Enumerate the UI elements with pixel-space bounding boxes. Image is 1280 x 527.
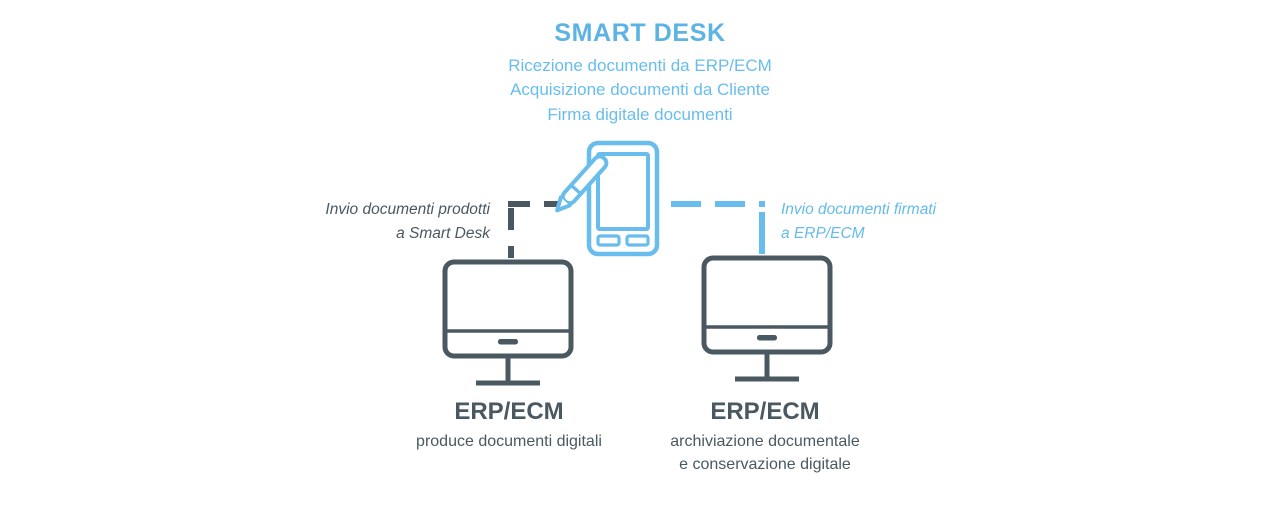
erp-ecm-right-monitor-icon xyxy=(701,255,833,382)
erp-ecm-left-title: ERP/ECM xyxy=(454,398,564,425)
left-flow-annotation-line-1: Invio documenti prodotti xyxy=(325,201,490,218)
erp-ecm-right-caption: ERP/ECM archiviazione documentale e cons… xyxy=(605,396,925,477)
diagram-header: SMART DESK Ricezione documenti da ERP/EC… xyxy=(0,18,1280,127)
stylus-pen-icon xyxy=(555,154,609,213)
tablet-button-left xyxy=(596,234,621,247)
left-flow-annotation-line-2: a Smart Desk xyxy=(396,225,490,243)
header-subtitle-line-3: Firma digitale documenti xyxy=(547,104,733,124)
header-subtitle-line-2: Acquisizione documenti da Cliente xyxy=(510,80,770,100)
tablet-with-stylus-icon xyxy=(555,140,660,257)
erp-ecm-left-caption: ERP/ECM produce documenti digitali xyxy=(349,396,669,453)
right-flow-annotation: Invio documenti firmati a ERP/ECM xyxy=(781,198,1061,246)
tablet-button-right xyxy=(625,234,650,247)
right-flow-annotation-line-1: Invio documenti firmati xyxy=(781,201,937,218)
right-flow-annotation-line-2: a ERP/ECM xyxy=(781,225,865,243)
erp-ecm-left-description-line-1: produce documenti digitali xyxy=(416,433,602,451)
right-flow-connector-icon xyxy=(671,201,765,254)
page-title: SMART DESK xyxy=(554,19,726,47)
erp-ecm-left-monitor-icon xyxy=(442,259,574,386)
left-flow-connector-icon xyxy=(508,201,578,258)
erp-ecm-right-description-line-1: archiviazione documentale xyxy=(670,433,860,451)
left-flow-annotation: Invio documenti prodotti a Smart Desk xyxy=(235,198,490,246)
header-subtitle-line-1: Ricezione documenti da ERP/ECM xyxy=(508,56,772,76)
erp-ecm-right-title: ERP/ECM xyxy=(710,398,820,425)
erp-ecm-right-description-line-2: e conservazione digitale xyxy=(679,456,851,474)
